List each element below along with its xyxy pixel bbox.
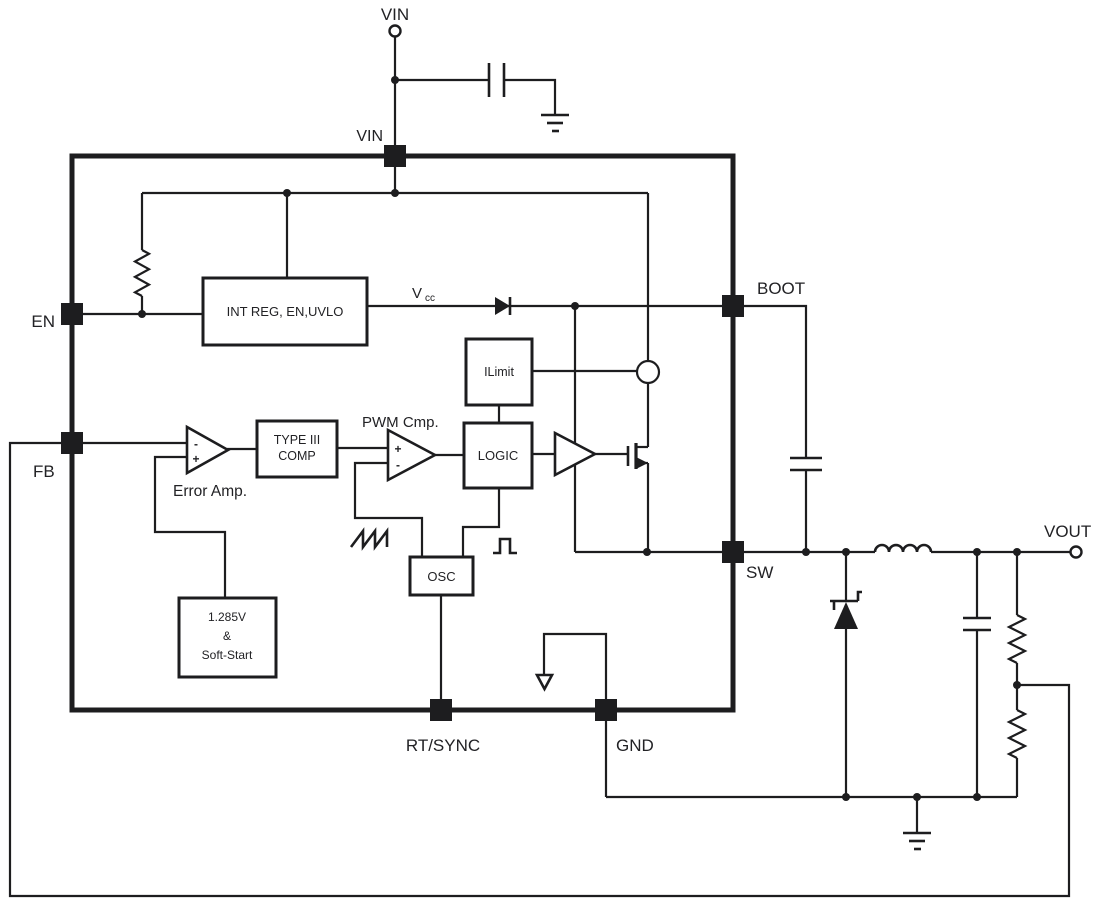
pwm-cmp-label: PWM Cmp.: [362, 414, 439, 431]
rtsync-pin-label: RT/SYNC: [406, 736, 480, 755]
wire-internal-gnd: [542, 632, 608, 699]
vin-terminal-label: VIN: [381, 5, 409, 24]
reference-line2: &: [223, 629, 231, 643]
junction-dot: [1013, 681, 1021, 689]
int-reg-block: [201, 276, 369, 347]
error-amp-plus: +: [192, 452, 199, 466]
error-amp-triangle: [185, 424, 231, 476]
error-amp-minus: -: [194, 437, 198, 451]
pin-vin: [384, 145, 406, 167]
catch-diode: [830, 590, 862, 629]
pin-gnd: [595, 699, 617, 721]
type3-line2: COMP: [278, 449, 316, 463]
vout-terminal-label: VOUT: [1044, 522, 1091, 541]
sawtooth-waveform-icon: [349, 527, 389, 551]
gnd-pin-label: GND: [616, 736, 654, 755]
pin-en: [61, 303, 83, 325]
mosfet-arrow: [637, 457, 648, 469]
ic-boundary: [69, 153, 736, 713]
error-amp-label: Error Amp.: [173, 483, 247, 500]
junction-dot: [571, 302, 579, 310]
junction-dot: [138, 310, 146, 318]
boot-pin-label: BOOT: [757, 279, 805, 298]
fb-pin-label: FB: [33, 462, 55, 481]
pwm-plus: +: [394, 442, 401, 456]
pin-boot: [722, 295, 744, 317]
vin-terminal: [388, 24, 402, 38]
junction-dot: [842, 793, 850, 801]
vcc-subscript: cc: [425, 293, 435, 304]
amplifiers: - + + -: [185, 424, 598, 483]
junction-dot: [802, 548, 810, 556]
wire-osc-clock: [461, 488, 501, 557]
vin-pin-label: VIN: [356, 128, 383, 145]
junction-dot: [643, 548, 651, 556]
gate-driver-triangle: [553, 430, 598, 478]
int-reg-label: INT REG, EN,UVLO: [227, 304, 344, 319]
feedback-resistor-top: [1006, 614, 1028, 664]
bottom-ground-symbol: [903, 831, 931, 851]
ilimit-label: ILimit: [484, 365, 514, 379]
osc-label: OSC: [427, 569, 455, 584]
junction-dot: [842, 548, 850, 556]
logic-label: LOGIC: [478, 448, 518, 463]
junction-dot: [913, 793, 921, 801]
junction-dot: [973, 548, 981, 556]
current-sense-circle: [635, 359, 661, 385]
sw-pin-label: SW: [746, 563, 773, 582]
en-pin-label: EN: [31, 312, 55, 331]
output-capacitor: [963, 616, 991, 632]
junction-dot: [283, 189, 291, 197]
pwm-minus: -: [396, 458, 400, 472]
junction-dots: [138, 76, 1021, 801]
type3-line1: TYPE III: [274, 433, 321, 447]
ilimit-block: [464, 337, 534, 407]
junction-dot: [391, 76, 399, 84]
wire-reference-input: [153, 455, 227, 598]
internal-ground-arrow: [534, 673, 555, 692]
logic-block: [462, 421, 534, 490]
blocks: INT REG, EN,UVLO TYPE III COMP ILimit LO…: [177, 276, 534, 679]
wire-feedback-loop: [8, 441, 1071, 898]
en-pullup-resistor: [132, 249, 152, 297]
type3-comp-block: [255, 419, 339, 479]
wire-ramp-input: [353, 461, 424, 557]
boot-capacitor: [790, 456, 822, 472]
pin-fb: [61, 432, 83, 454]
clock-pulse-icon: [493, 537, 517, 555]
wires: [8, 37, 1071, 898]
feedback-resistor-bottom: [1006, 709, 1028, 759]
pwm-comparator-triangle: [386, 427, 438, 483]
wire-input-cap-to-gnd: [504, 78, 557, 114]
high-side-mosfet: [626, 443, 648, 469]
reference-line3: Soft-Start: [202, 648, 253, 662]
junction-dot: [391, 189, 399, 197]
labels: VIN VIN EN FB BOOT SW RT/SYNC GND VOUT V…: [31, 5, 1091, 755]
osc-block: [408, 555, 475, 597]
boot-diode: [495, 297, 512, 315]
reference-line1: 1.285V: [208, 610, 246, 624]
output-inductor: [873, 543, 933, 553]
ic-pins: [61, 145, 744, 721]
pin-sw: [722, 541, 744, 563]
junction-dot: [1013, 548, 1021, 556]
input-capacitor: [487, 63, 506, 97]
vcc-label: V: [412, 285, 422, 302]
junction-dot: [973, 793, 981, 801]
reference-block: [177, 596, 278, 679]
vout-terminal: [1069, 545, 1083, 559]
wire-boot-cap-top: [733, 304, 808, 458]
top-ground-symbol: [541, 113, 569, 133]
pin-rtsync: [430, 699, 452, 721]
